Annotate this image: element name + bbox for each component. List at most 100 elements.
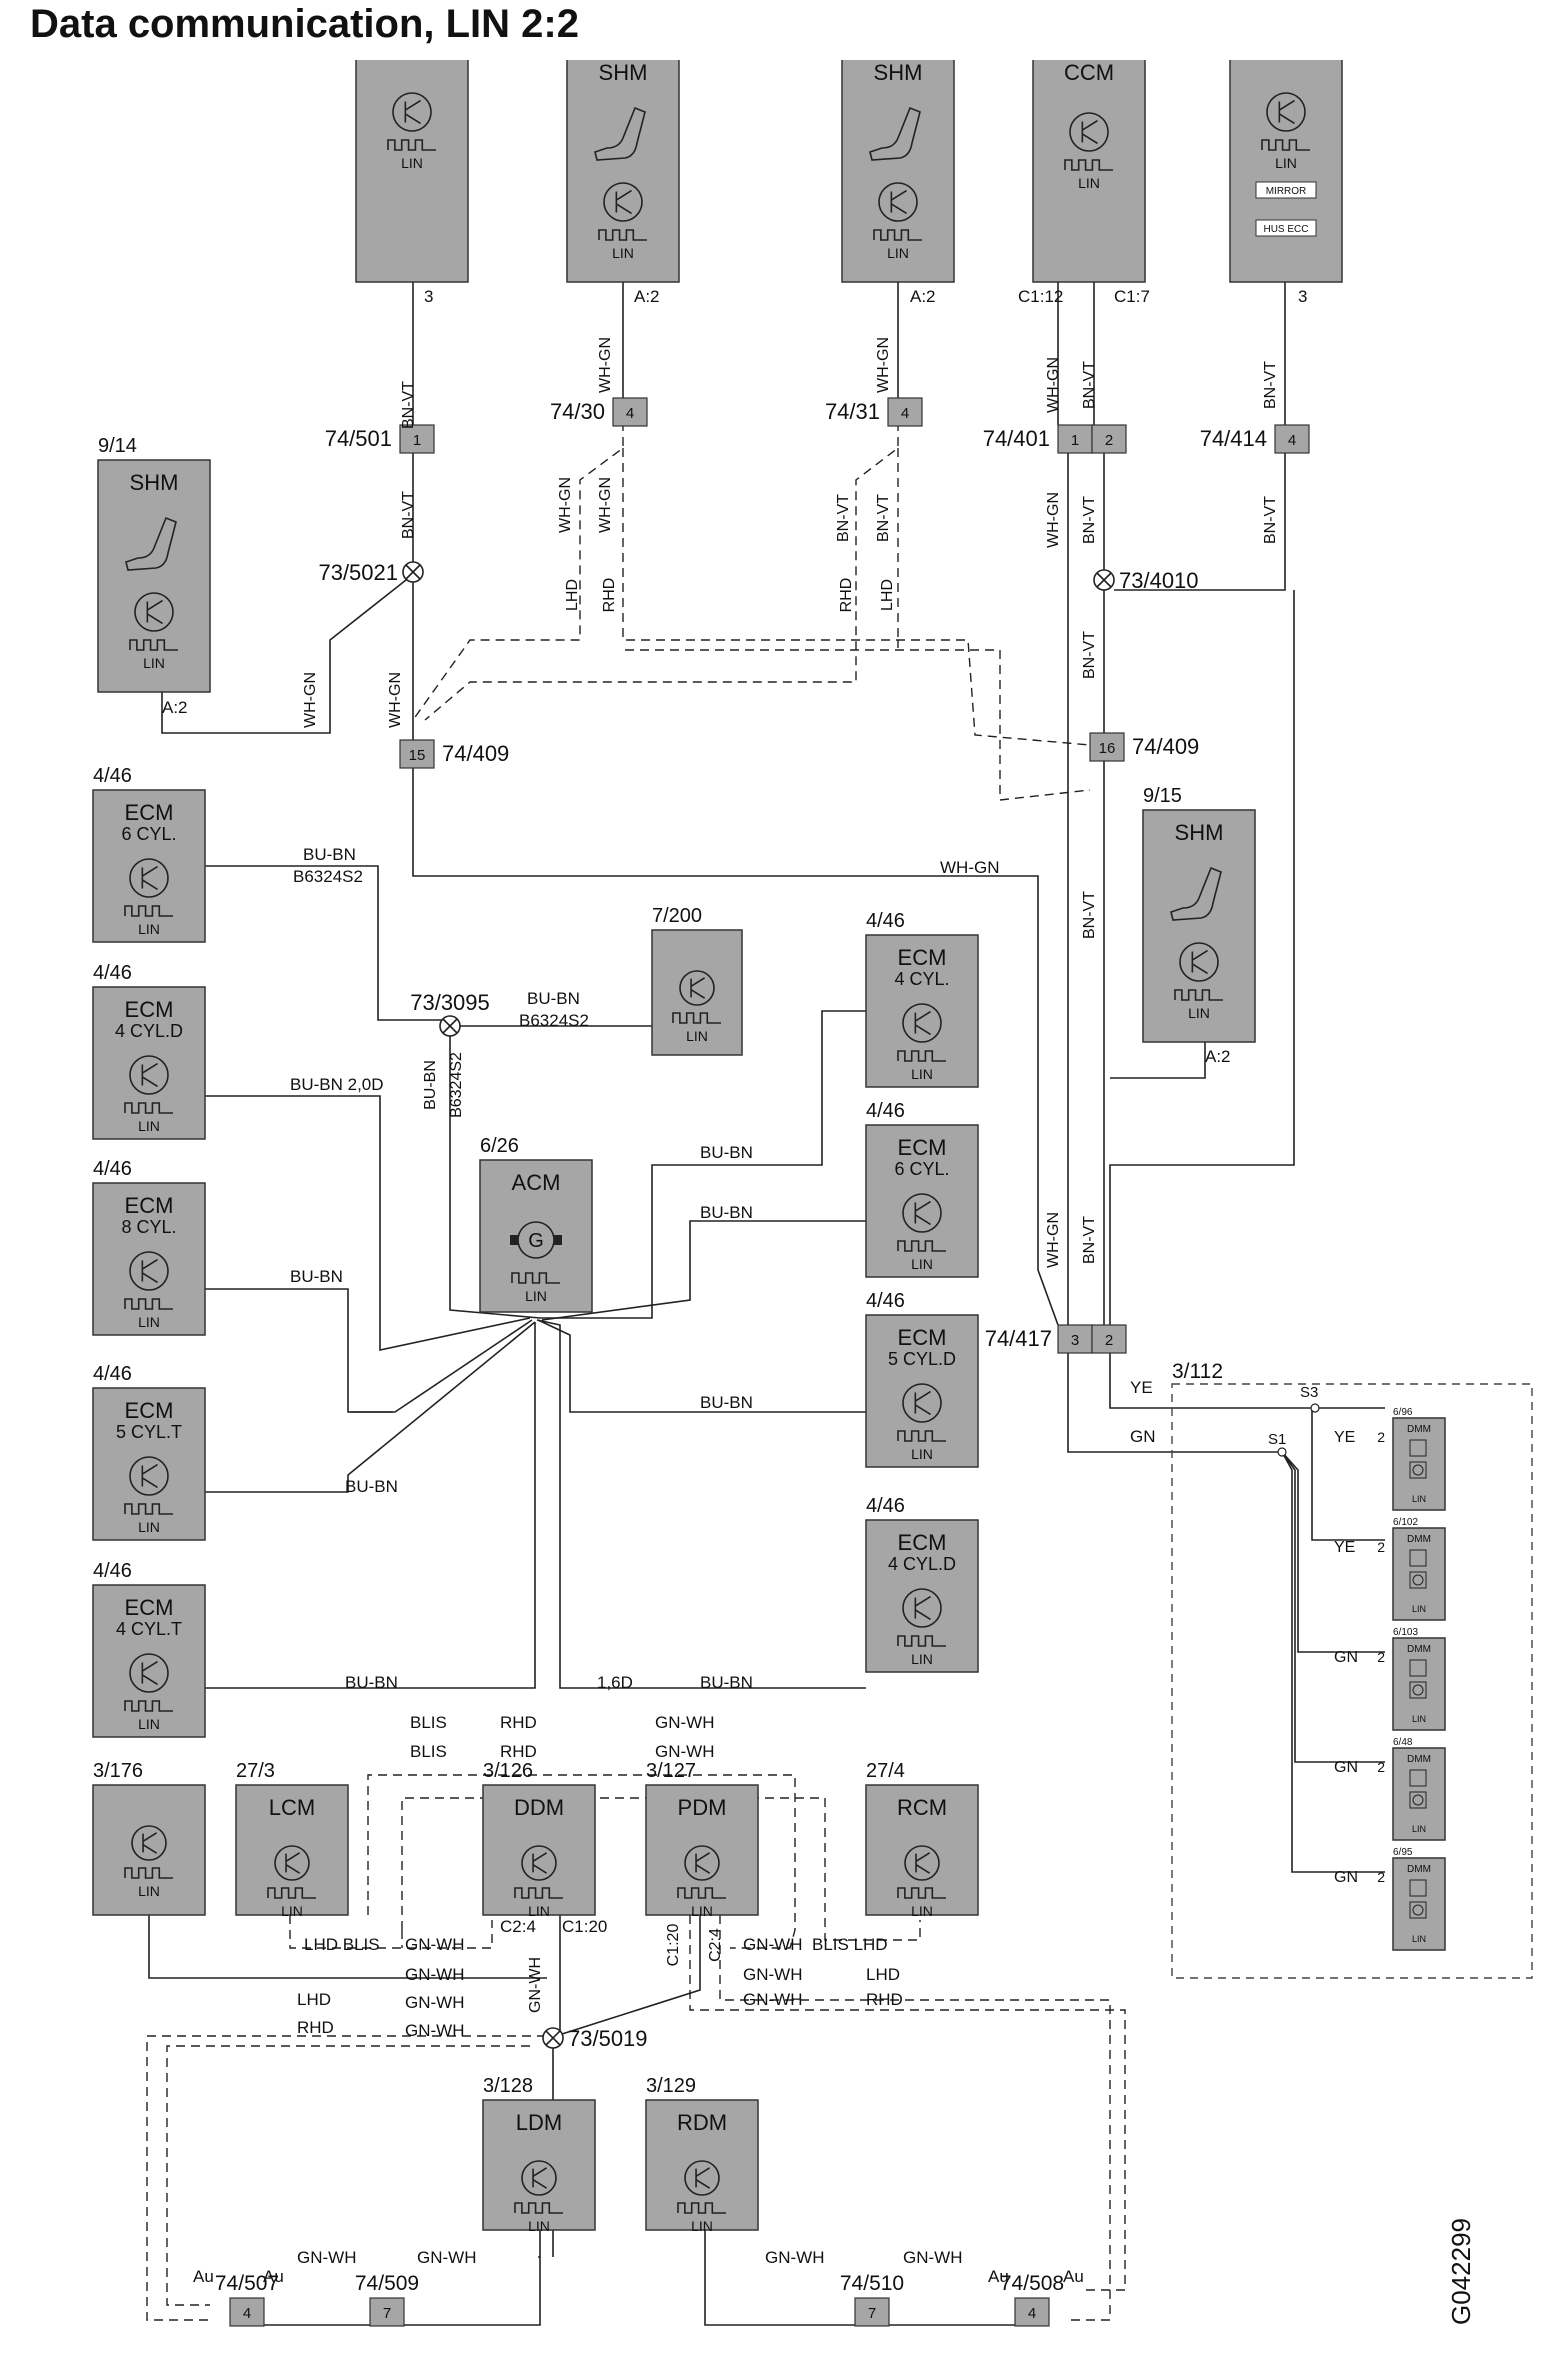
lin-label: LIN <box>138 1118 160 1134</box>
pulse-signal-icon <box>511 1272 560 1284</box>
lin-label: LIN <box>138 1314 160 1330</box>
dmm-name: DMM <box>1407 1644 1431 1655</box>
connector-pin-box <box>1274 424 1310 454</box>
splice-id: 73/3095 <box>410 990 490 1015</box>
module-name: PDM <box>678 1795 727 1820</box>
lin-label: LIN <box>525 1288 547 1304</box>
module-id: 4/46 <box>93 1560 132 1582</box>
wire-label: LHD <box>866 1965 900 1984</box>
module-id: 4/46 <box>93 1363 132 1385</box>
connector-74-508: 474/508 <box>1000 2272 1064 2327</box>
module-name: ECM <box>898 1530 947 1555</box>
wire-label-vertical: BN-VT <box>1081 631 1098 679</box>
wire-label-vertical: BN-VT <box>1081 1216 1098 1264</box>
splice-73-5021: 73/5021 <box>318 560 424 585</box>
connector-74-30: 474/30 <box>550 397 648 427</box>
wire-label-vertical: BN-VT <box>875 494 892 542</box>
module-4-6: 4/6CCMLIN <box>1032 60 1146 283</box>
transistor-icon <box>129 1456 169 1496</box>
module-name: ECM <box>125 997 174 1022</box>
pulse-signal-icon <box>1174 989 1223 1001</box>
lin-label: LIN <box>281 1903 303 1919</box>
wire-label: GN-WH <box>417 2248 476 2267</box>
wire-label: BU-BN <box>700 1143 753 1162</box>
pulse-signal-icon <box>124 1867 173 1879</box>
connector-74-501: 174/501 <box>325 424 435 454</box>
transistor-icon <box>131 1825 167 1861</box>
seat-icon <box>125 516 177 571</box>
connector-id: 74/417 <box>985 1326 1052 1351</box>
dmm-id: 6/102 <box>1393 1517 1418 1528</box>
lin-label: LIN <box>528 1903 550 1919</box>
wire-label: C1:12 <box>1018 287 1063 306</box>
module-name: ACM <box>512 1170 561 1195</box>
connector-id: 74/409 <box>1132 734 1199 759</box>
wire-label: 3 <box>424 287 433 306</box>
wire-label: B6324S2 <box>293 867 363 886</box>
wire-label: GN-WH <box>405 1993 464 2012</box>
lin-label: LIN <box>612 245 634 261</box>
connector-pin-box <box>887 397 923 427</box>
module-id: 4/46 <box>93 765 132 787</box>
connector-pin: 2 <box>1105 1332 1113 1349</box>
connector-pin: 4 <box>901 405 909 422</box>
transistor-icon <box>392 92 432 132</box>
module-id: 27/3 <box>236 1760 275 1782</box>
module-id: 4/46 <box>866 1100 905 1122</box>
dmm-id: 6/96 <box>1393 1407 1413 1418</box>
module-name: LDM <box>516 2110 562 2135</box>
module-variant: 6 CYL. <box>121 824 176 844</box>
dashed-wire-layer <box>146 422 1126 2321</box>
lin-label: LIN <box>1412 1604 1426 1614</box>
pulse-signal-icon <box>124 1298 173 1310</box>
dmm-group: 3/112 S3 S1 6/96DMMLIN2YE6/102DMMLIN2YE6… <box>1171 1360 1533 1979</box>
wire-label: B6324S2 <box>519 1011 589 1030</box>
wire-label: RHD <box>500 1713 537 1732</box>
module-variant: 4 CYL.T <box>116 1619 182 1639</box>
module-layer: 3/65LIN9/12SHMLIN9/13SHMLIN4/6CCMLIN8/48… <box>92 60 1343 2234</box>
seat-icon <box>594 106 646 161</box>
module-name: ECM <box>898 1135 947 1160</box>
module-variant: 5 CYL.T <box>116 1422 182 1442</box>
transistor-icon <box>603 182 643 222</box>
lin-label: LIN <box>528 2218 550 2234</box>
module-9-12: 9/12SHMLIN <box>566 60 680 283</box>
lin-label: LIN <box>911 1651 933 1667</box>
module-variant: 4 CYL.D <box>888 1554 956 1574</box>
wire-label-vertical: WH-GN <box>1045 1212 1062 1268</box>
wire-label-vertical: B6324S2 <box>448 1052 465 1118</box>
connector-pin: 2 <box>1105 432 1113 449</box>
wire-label: BU-BN <box>345 1673 398 1692</box>
dmm-name: DMM <box>1407 1754 1431 1765</box>
dmm-id: 6/95 <box>1393 1847 1413 1858</box>
wire-label: GN <box>1130 1427 1156 1446</box>
wire-label-vertical: RHD <box>838 578 855 613</box>
wire-label: RHD <box>297 2018 334 2037</box>
module-name: ECM <box>898 945 947 970</box>
module-box <box>1229 60 1343 283</box>
module-box <box>482 1784 596 1916</box>
connector-pin-box <box>399 424 435 454</box>
lin-label: LIN <box>887 245 909 261</box>
wire-label: BU-BN <box>700 1673 753 1692</box>
wire-label: BLIS <box>410 1713 447 1732</box>
module-id: 3/129 <box>646 2075 696 2097</box>
pulse-signal-icon <box>129 639 178 651</box>
dmm-wire-color: GN <box>1334 1869 1358 1886</box>
pulse-signal-icon <box>1261 139 1310 151</box>
lin-label: LIN <box>138 1883 160 1899</box>
wire-label: RHD <box>866 1990 903 2009</box>
wire-label-vertical: LHD <box>879 579 896 611</box>
module-3-65: 3/65LIN <box>355 60 469 283</box>
connector-pin: 7 <box>383 2305 391 2322</box>
transistor-icon <box>1266 92 1306 132</box>
